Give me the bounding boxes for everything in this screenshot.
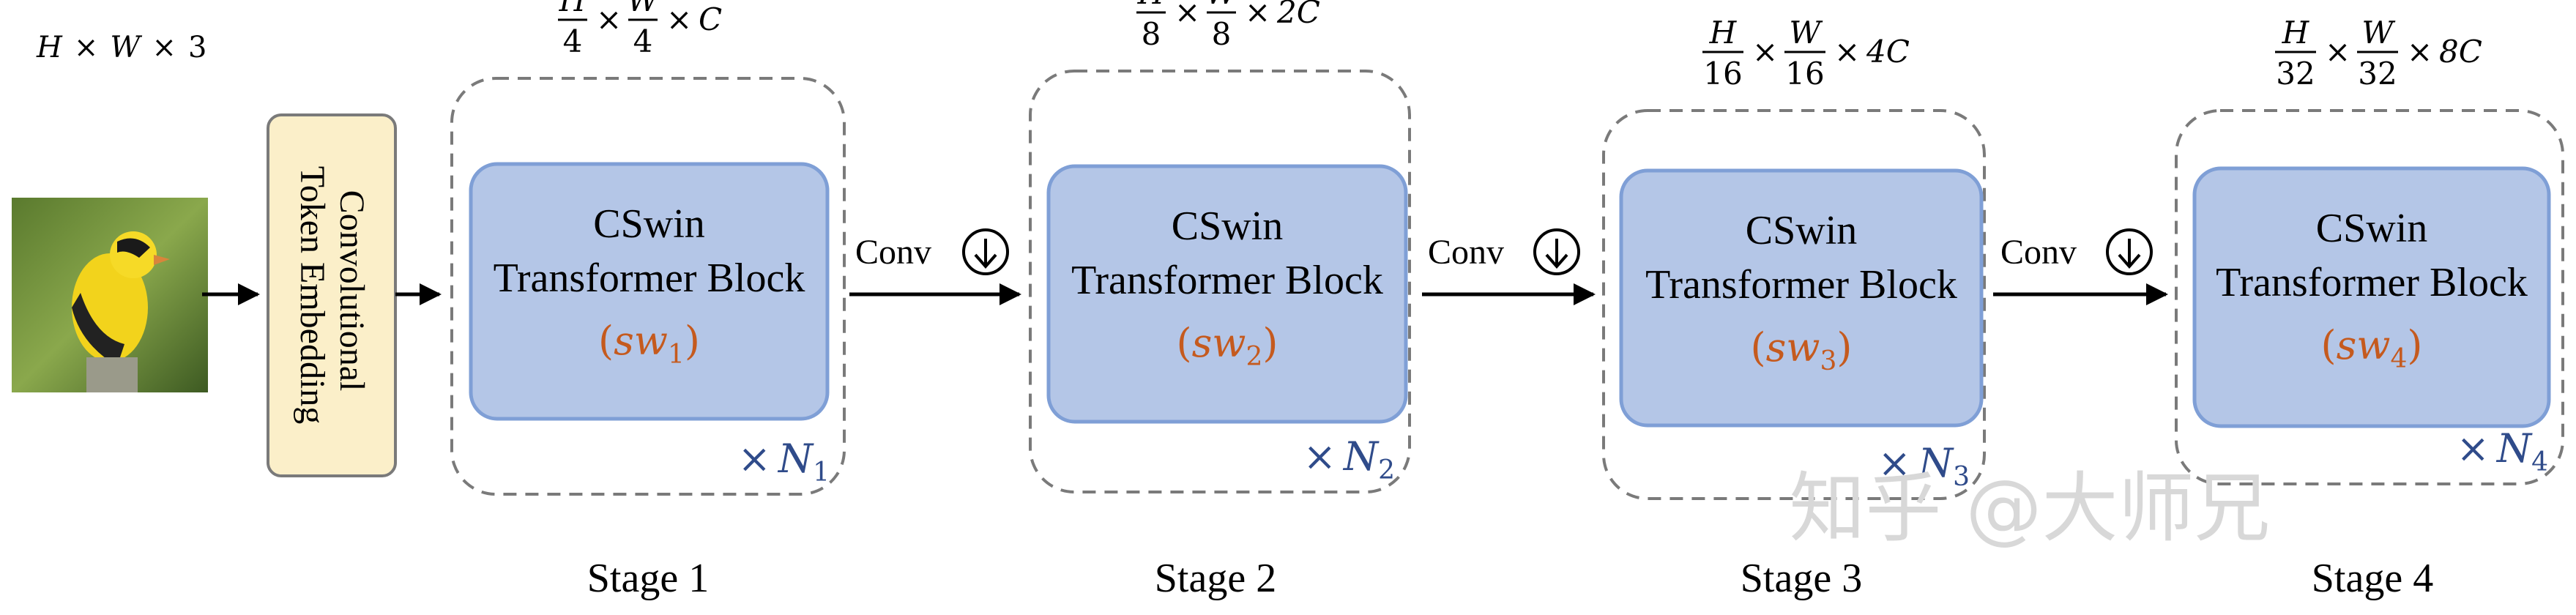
svg-text:C: C — [699, 1, 722, 37]
svg-text:4: 4 — [563, 23, 583, 59]
down-arrow-circle-icon — [962, 228, 1009, 275]
convolutional-token-embedding: Convolutional Token Embedding — [267, 113, 397, 477]
svg-text:×: × — [1245, 0, 1270, 30]
svg-text:16: 16 — [1703, 56, 1742, 92]
svg-text:×: × — [596, 1, 622, 37]
stage-label: Stage 4 — [2312, 556, 2433, 601]
svg-text:×: × — [1175, 0, 1200, 30]
svg-text:W: W — [627, 0, 661, 18]
watermark: 知乎 @大师兄 — [1789, 463, 2270, 553]
svg-text:32: 32 — [2358, 56, 2397, 92]
stage-container — [2175, 109, 2564, 485]
svg-text:H: H — [1709, 15, 1738, 51]
conv-label: Conv — [2000, 233, 2077, 272]
stage-container — [1602, 109, 1986, 500]
stripe-width-label: (sw1) — [598, 318, 700, 370]
svg-text:W: W — [1789, 15, 1823, 51]
conv-downsample-3: Conv — [1993, 228, 2168, 305]
block-title-line1: CSwin — [1172, 204, 1284, 249]
conv-label: Conv — [1428, 233, 1504, 272]
down-arrow-circle-icon — [1533, 228, 1580, 275]
svg-text:H: H — [559, 0, 587, 18]
down-arrow-circle-icon — [2106, 228, 2153, 275]
svg-text:×: × — [666, 1, 692, 37]
stage-label: Stage 2 — [1155, 556, 1276, 601]
svg-text:H: H — [1137, 0, 1166, 11]
conv-downsample-2: Conv — [1422, 228, 1596, 305]
repeat-count: ×N1 — [738, 436, 830, 488]
cswin-block — [2192, 166, 2551, 428]
block-title-line2: Transformer Block — [1645, 262, 1957, 308]
block-title-line1: CSwin — [593, 201, 705, 247]
repeat-count: ×N3 — [1878, 440, 1970, 492]
svg-text:×: × — [2407, 34, 2432, 70]
stage-label: Stage 1 — [587, 556, 709, 601]
stripe-width-label: (sw2) — [1177, 320, 1278, 372]
block-title-line2: Transformer Block — [1071, 258, 1383, 303]
stripe-width-label: (sw4) — [2321, 322, 2423, 374]
cswin-block — [469, 162, 830, 421]
embedding-line1: Convolutional — [332, 190, 371, 392]
svg-text:32: 32 — [2276, 56, 2315, 92]
block-title-line2: Transformer Block — [2216, 260, 2528, 305]
input-bird-image — [12, 198, 208, 392]
svg-text:8: 8 — [1142, 16, 1161, 52]
svg-text:×: × — [1834, 34, 1860, 70]
svg-text:H: H — [2282, 15, 2310, 51]
conv-label: Conv — [855, 233, 931, 272]
stage-container — [1029, 70, 1411, 493]
svg-text:8C: 8C — [2439, 34, 2482, 70]
cswin-block — [1046, 164, 1408, 424]
conv-downsample-1: Conv — [849, 228, 1021, 305]
repeat-count: ×N2 — [1303, 433, 1395, 485]
svg-text:×: × — [2325, 34, 2350, 70]
svg-text:4: 4 — [633, 23, 653, 59]
svg-text:8: 8 — [1212, 16, 1232, 52]
svg-text:×: × — [1752, 34, 1778, 70]
stage-dims: H16×W16×4C — [1702, 15, 1910, 92]
svg-text:16: 16 — [1785, 56, 1824, 92]
block-title-line1: CSwin — [1746, 208, 1858, 253]
stage-dims: H8×W8×2C — [1136, 0, 1320, 52]
svg-text:Convolutional Token Embe: Convolutional Token Embedding — [293, 166, 371, 425]
svg-text:W: W — [2361, 15, 2396, 51]
cswin-block — [1619, 168, 1984, 428]
repeat-count: ×N4 — [2457, 425, 2548, 477]
stage-dims: H32×W32×8C — [2275, 15, 2482, 92]
svg-text:4C: 4C — [1866, 34, 1910, 70]
stage-container — [450, 77, 846, 496]
block-title-line2: Transformer Block — [494, 256, 805, 301]
stripe-width-label: (sw3) — [1751, 324, 1853, 376]
embedding-line2: Token Embedding — [293, 166, 332, 425]
svg-text:2C: 2C — [1276, 0, 1320, 30]
svg-text:W: W — [1205, 0, 1240, 11]
input-dims: H × W × 3 — [36, 31, 207, 64]
block-title-line1: CSwin — [2316, 206, 2428, 251]
stage-label: Stage 3 — [1741, 556, 1862, 601]
stage-dims: H4×W4×C — [558, 0, 722, 59]
